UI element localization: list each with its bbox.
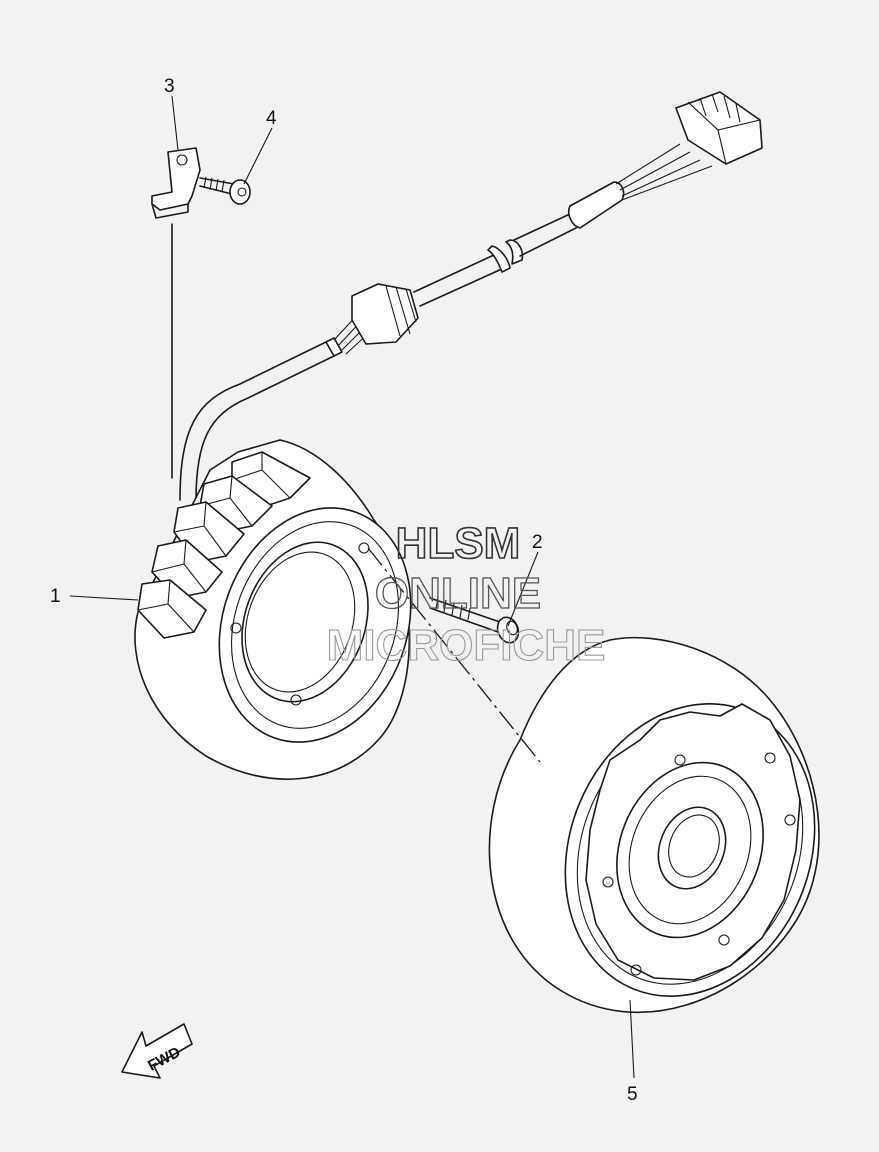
bolt-part-2[interactable] — [429, 596, 522, 646]
watermark-line-1: HLSM — [396, 519, 521, 568]
callout-leader-5 — [629, 999, 635, 1079]
callout-number-3: 3 — [164, 76, 175, 97]
center-axis-line — [367, 547, 541, 763]
screw-part-4[interactable] — [199, 176, 251, 205]
callout-number-5: 5 — [627, 1084, 638, 1105]
watermark: HLSM ONLINE MICROFICHE — [326, 518, 606, 670]
forward-direction-arrow: FWD — [121, 1023, 193, 1079]
callout-number-4: 4 — [266, 108, 277, 129]
rotor-assembly[interactable] — [488, 636, 857, 1034]
callout-leader-4 — [243, 127, 273, 185]
watermark-line-3: MICROFICHE — [327, 621, 606, 670]
stator-assembly[interactable] — [134, 439, 443, 780]
callout-leader-1 — [69, 595, 139, 601]
callout-leader-2 — [507, 551, 539, 627]
callout-leader-3 — [171, 95, 179, 151]
wire-clamp-bracket[interactable] — [151, 147, 201, 219]
callout-number-1: 1 — [50, 586, 61, 607]
watermark-line-2: ONLINE — [375, 569, 541, 618]
wire-harness[interactable] — [179, 91, 763, 501]
callout-number-2: 2 — [532, 532, 543, 553]
